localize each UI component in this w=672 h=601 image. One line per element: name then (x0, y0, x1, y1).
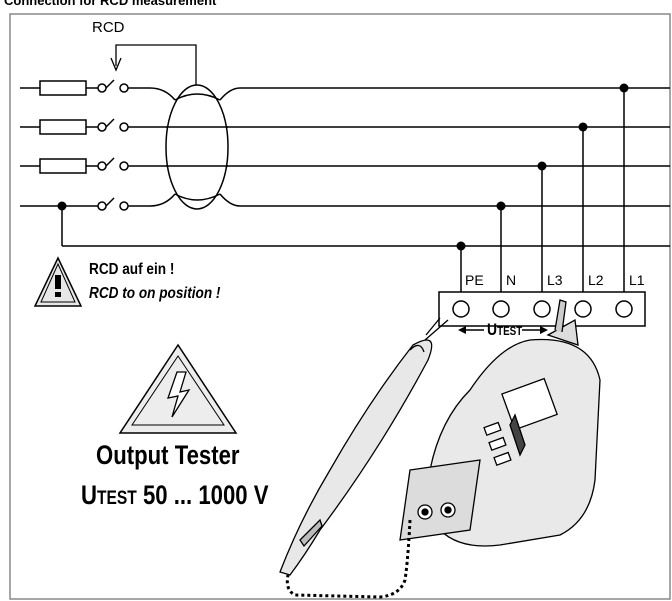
utest-arrow-label: UTEST (487, 321, 522, 338)
terminal-drops (460, 88, 625, 292)
supply-line-1 (20, 79, 670, 101)
probe-cable (285, 519, 412, 599)
terminal-label-l2: L2 (588, 272, 604, 288)
terminal-label-l3: L3 (547, 272, 563, 288)
warning-text-en: RCD to on position ! (89, 285, 221, 302)
utest-arrow-sub: TEST (497, 324, 523, 338)
supply-line-n (20, 193, 670, 211)
supply-line-3 (20, 157, 670, 174)
diagram-border (9, 13, 671, 600)
terminal-label-l1: L1 (629, 272, 645, 288)
test-probe (279, 317, 449, 576)
output-sub: TEST (96, 488, 137, 509)
tester-device (399, 299, 601, 547)
terminal-label-n: N (506, 272, 517, 288)
rcd-label: RCD (92, 19, 125, 36)
output-voltage-range: 50 ... 1000 V (142, 480, 269, 510)
pe-conductor (61, 206, 670, 247)
rcd-trip-link (115, 44, 197, 85)
warning-text-de: RCD auf ein ! (89, 261, 175, 278)
rcd-toroid (165, 84, 229, 210)
utest-arrow (458, 326, 548, 334)
terminal-label-pe: PE (465, 272, 484, 288)
junction-dots (57, 83, 629, 251)
supply-line-2 (20, 118, 670, 135)
output-tester-range: UTEST 50 ... 1000 V (81, 482, 269, 509)
utest-arrow-u: U (487, 320, 498, 339)
high-voltage-triangle (118, 343, 238, 434)
figure-caption: Connection for RCD measurement (4, 0, 217, 8)
terminal-sockets (452, 300, 633, 318)
output-u: U (81, 480, 97, 510)
output-tester-title: Output Tester (96, 440, 240, 470)
warning-triangle (33, 256, 83, 307)
